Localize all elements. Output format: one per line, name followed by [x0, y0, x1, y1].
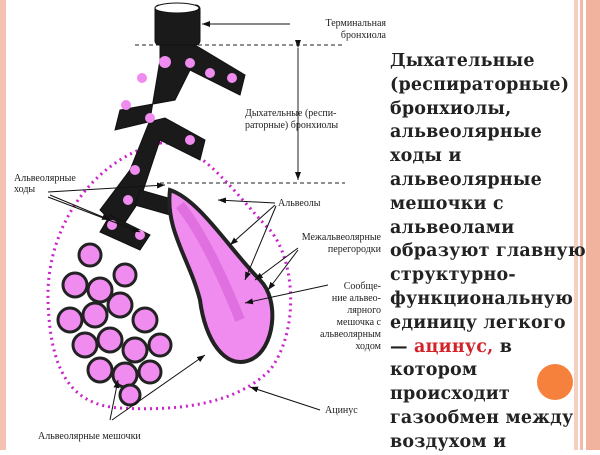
label-sac-duct-communication: Сообще-: [344, 281, 381, 292]
label-acinus: Ацинус: [325, 405, 358, 416]
text-line: бронхиолы,: [390, 98, 512, 119]
text-line: происходит: [390, 384, 510, 405]
label-sac-duct-communication: мешочка с: [337, 317, 382, 328]
label-terminal-bronchiole: Терминальная: [325, 18, 386, 29]
slide-body-text: Дыхательные (респираторные) бронхиолы, а…: [390, 50, 590, 455]
right-border-stripe: [586, 0, 600, 450]
text-line: структурно-: [390, 265, 516, 286]
label-sac-duct-communication: ходом: [355, 341, 381, 352]
text-line: котором: [390, 360, 478, 381]
label-alveolar-ducts: ходы: [14, 184, 35, 195]
text-line: образуют главную: [390, 241, 586, 262]
text-line: газообмен между: [390, 407, 574, 428]
label-alveolar-sacs: Альвеолярные мешочки: [38, 431, 141, 442]
right-border-stripe: [574, 0, 578, 450]
text-line: ходы и: [390, 146, 462, 167]
respiratory-alveoli: [107, 56, 237, 240]
alveolar-sac-cluster: [56, 242, 173, 407]
label-respiratory-bronchioles: Дыхательные (респи-: [245, 108, 336, 119]
label-alveolar-ducts: Альвеолярные: [14, 173, 76, 184]
label-alveoli: Альвеолы: [278, 198, 321, 209]
text-line: альвеолами: [390, 217, 515, 238]
leader-lines: [47, 21, 329, 421]
dash: —: [390, 336, 414, 357]
acinus-highlight: ацинус,: [414, 336, 494, 357]
label-terminal-bronchiole: бронхиола: [341, 30, 387, 41]
text-line: Дыхательные: [390, 51, 535, 71]
label-interalveolar-septa: Межальвеолярные: [302, 232, 382, 243]
text-line: альвеолярные: [390, 122, 542, 143]
label-sac-duct-communication: ние альвео-: [332, 293, 381, 304]
left-border-stripe: [0, 0, 6, 450]
text-fragment: в: [493, 336, 513, 357]
label-interalveolar-septa: перегородки: [328, 244, 382, 255]
text-line: мешочки с: [390, 193, 504, 214]
text-line: единицу легкого: [390, 312, 566, 333]
label-sac-duct-communication: лярного: [347, 305, 381, 316]
decorative-orange-circle: [537, 364, 573, 400]
label-respiratory-bronchioles: раторные) бронхиолы: [245, 120, 338, 131]
right-border-stripe: [580, 0, 583, 450]
label-sac-duct-communication: альвеолярным: [320, 329, 382, 340]
text-line: функциональную: [390, 288, 574, 309]
text-line: (респираторные): [390, 74, 570, 95]
acinus-outline: [46, 141, 293, 411]
alveolar-duct-lumen: [176, 201, 245, 322]
text-line: альвеолярные: [390, 169, 542, 190]
text-line: воздухом и: [390, 431, 507, 452]
